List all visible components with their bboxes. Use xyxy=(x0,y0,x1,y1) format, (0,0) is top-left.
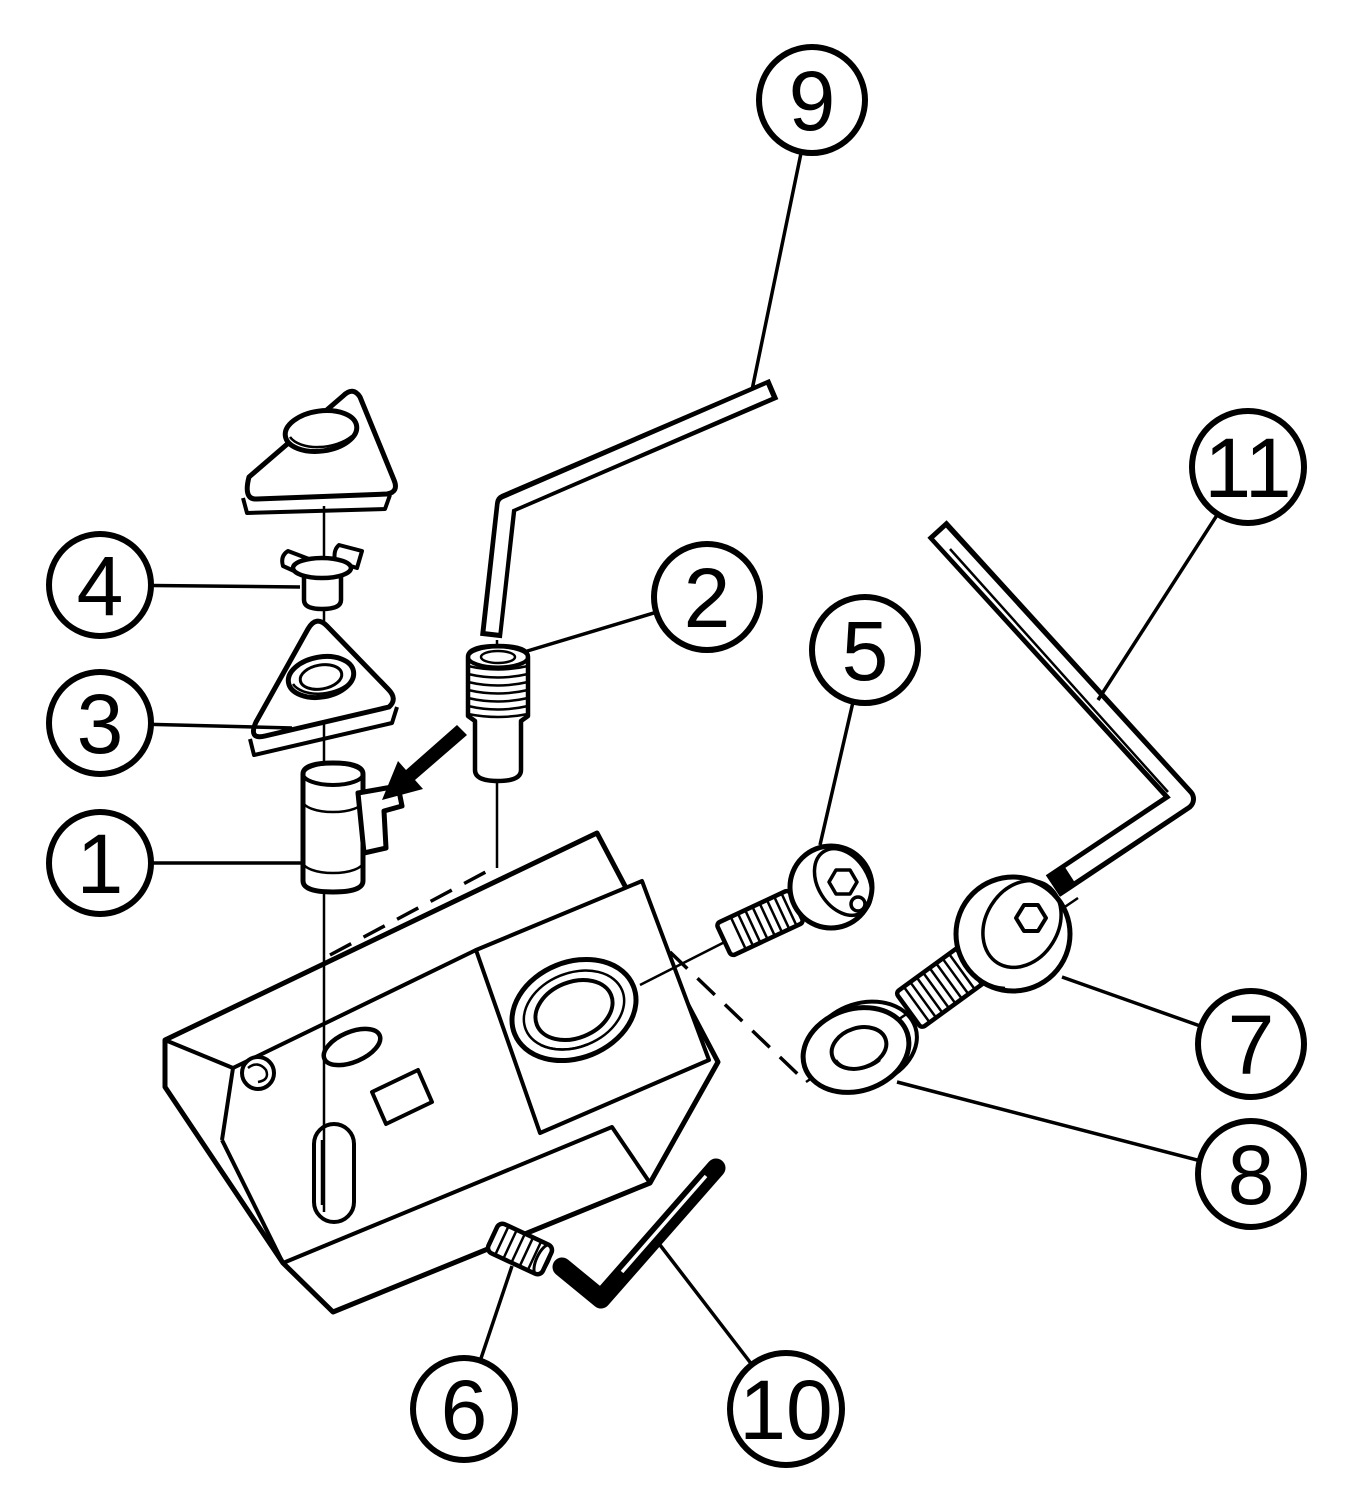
part-threaded-plug-screw xyxy=(465,643,531,784)
part-clamp-sleeve xyxy=(280,543,364,612)
dashed-align-right xyxy=(668,950,808,1084)
set-screw-threads xyxy=(493,1225,543,1271)
hex-key-medium-fill xyxy=(934,527,1191,890)
callout-8-circle xyxy=(1195,1118,1307,1230)
washer-hole-shade xyxy=(834,1059,881,1071)
callout-2-circle xyxy=(651,541,763,653)
clamp-flange xyxy=(290,555,354,581)
part-set-screw xyxy=(485,1221,555,1277)
ball-screw-hex-socket xyxy=(1014,903,1048,933)
insert-hole xyxy=(282,408,360,454)
callout-8: 8 xyxy=(1195,1118,1307,1230)
callout-10-number: 10 xyxy=(739,1363,832,1457)
callout-6-circle xyxy=(410,1355,518,1463)
clamp-wing-right xyxy=(332,543,364,570)
hex-key-medium-dark-tip xyxy=(1046,864,1077,897)
callout-9: 9 xyxy=(756,44,868,156)
hex-key-small-highlight xyxy=(620,1174,708,1274)
callout-8-number: 8 xyxy=(1228,1128,1275,1222)
callout-5-number: 5 xyxy=(842,604,889,698)
socket-screw-hex-socket xyxy=(827,868,859,896)
callout-10: 10 xyxy=(727,1350,845,1468)
callout-11-circle xyxy=(1189,408,1307,526)
plug-top-inner xyxy=(479,649,517,665)
callout-3: 3 xyxy=(46,669,154,777)
insert-thickness-band xyxy=(241,494,392,515)
callout-5: 5 xyxy=(809,594,921,706)
pin-top-ellipse xyxy=(301,761,365,787)
body-step-notch xyxy=(370,1068,434,1126)
ball-screw-face xyxy=(981,878,1063,970)
pin-lower-arc xyxy=(301,861,365,875)
part-triangular-insert xyxy=(241,388,398,515)
socket-screw-threads xyxy=(729,892,798,950)
hex-key-medium-shade-line xyxy=(949,548,1169,793)
body-lever-slot xyxy=(312,1122,356,1224)
part-lever-pin xyxy=(300,760,405,895)
part-hex-key-small xyxy=(552,1158,726,1309)
part-socket-head-screw xyxy=(715,843,875,958)
shim-hole-thread-arc xyxy=(291,682,350,695)
callout-6: 6 xyxy=(410,1355,518,1463)
shim-hole-inner xyxy=(298,663,344,691)
socket-screw-side-hole xyxy=(849,895,867,913)
callout-10-circle xyxy=(727,1350,845,1468)
body-side-screw-detail xyxy=(247,1063,269,1084)
part-hex-key-large xyxy=(480,378,779,639)
callout-2-number: 2 xyxy=(684,551,731,645)
callout-3-circle xyxy=(46,669,154,777)
part-hex-key-medium xyxy=(927,520,1196,897)
callout-3-number: 3 xyxy=(77,677,124,771)
callout-11: 11 xyxy=(1189,408,1307,526)
callout-7-circle xyxy=(1195,988,1307,1100)
threaded-hole-bore xyxy=(533,978,615,1042)
body-bottom-bevel-edge xyxy=(282,1125,652,1265)
part-shim-insert xyxy=(248,618,399,757)
callout-1-circle xyxy=(46,809,154,917)
threaded-hole-thread xyxy=(522,969,626,1051)
callout-7-number: 7 xyxy=(1228,998,1275,1092)
callout-2: 2 xyxy=(651,541,763,653)
callout-9-circle xyxy=(756,44,868,156)
body-threaded-hole xyxy=(509,956,639,1064)
threaded-hole-shade-arc xyxy=(540,1043,589,1051)
plug-top-ellipse xyxy=(466,644,530,670)
callout-8-leader xyxy=(896,1080,1252,1176)
callout-11-number: 11 xyxy=(1204,421,1291,515)
callout-4-circle xyxy=(46,531,154,639)
callout-1: 1 xyxy=(46,809,154,917)
ball-screw-shade-arc xyxy=(965,965,1006,990)
shim-thickness-band xyxy=(248,706,399,757)
callout-7: 7 xyxy=(1195,988,1307,1100)
callout-4-number: 4 xyxy=(77,539,124,633)
part-washer xyxy=(800,999,919,1095)
callout-1-number: 1 xyxy=(77,817,124,911)
callout-layer: 1 2 3 4 5 6 7 8 9 10 11 xyxy=(46,44,1307,1468)
body-top-front-edge xyxy=(232,948,477,1070)
insert-direction-arrow-icon xyxy=(382,725,467,800)
dashed-align-left xyxy=(329,864,498,957)
callout-4: 4 xyxy=(46,531,154,639)
hex-key-small-body xyxy=(552,1158,726,1309)
washer-rim-front xyxy=(800,1005,912,1095)
callout-9-number: 9 xyxy=(789,54,836,148)
set-screw-end xyxy=(532,1243,553,1276)
socket-screw-face xyxy=(812,846,874,918)
ball-screw-head xyxy=(953,874,1073,994)
body-left-front-edge xyxy=(220,1139,285,1264)
part-ball-head-screw xyxy=(895,874,1073,1029)
body-side-screw-hole xyxy=(240,1055,276,1091)
part-toolholder-body xyxy=(162,830,721,1315)
insert-hole-shade xyxy=(288,435,353,449)
callout-5-circle xyxy=(809,594,921,706)
hex-key-large-fill xyxy=(485,385,772,633)
callout-6-number: 6 xyxy=(441,1363,488,1457)
